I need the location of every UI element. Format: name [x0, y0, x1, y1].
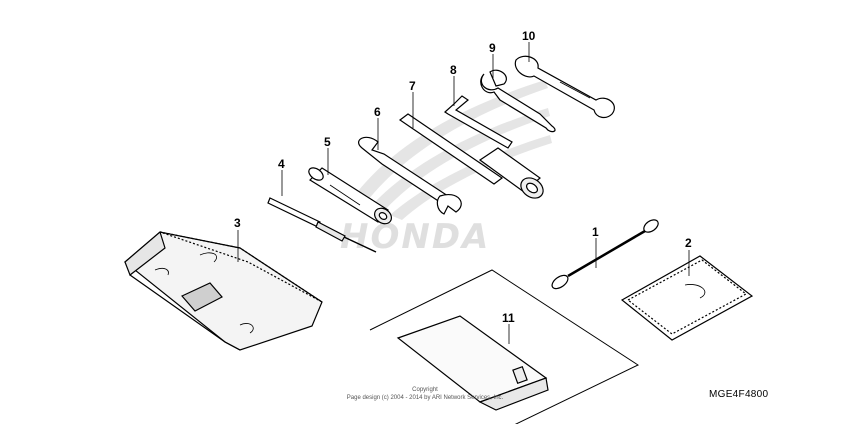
watermark-wordmark: HONDA [340, 217, 490, 257]
callout-4: 4 [278, 157, 285, 171]
leader-lines [237, 42, 690, 344]
part-11-manual-frame [369, 269, 640, 424]
callout-8: 8 [450, 63, 457, 77]
callout-1: 1 [592, 225, 599, 239]
part-10-double-wrench [514, 55, 615, 119]
callout-7: 7 [409, 79, 416, 93]
callout-5: 5 [324, 135, 331, 149]
part-2-pouch [620, 255, 754, 341]
diagram-code: MGE4F4800 [709, 389, 769, 400]
copyright-title: Copyright [412, 387, 438, 393]
copyright-notice: Page design (c) 2004 - 2014 by ARI Netwo… [346, 395, 504, 401]
part-1-cable [551, 219, 659, 290]
part-3-tool-bag [124, 230, 323, 351]
part-4-screwdriver [267, 197, 377, 253]
part-7-box-wrench [398, 113, 544, 199]
callout-11: 11 [502, 311, 515, 325]
callout-2: 2 [685, 236, 692, 250]
callout-6: 6 [374, 105, 381, 119]
callout-9: 9 [489, 41, 496, 55]
part-8-hex-key [444, 95, 513, 149]
part-6-wrench [358, 136, 462, 215]
callout-3: 3 [234, 216, 241, 230]
part-5-spark-plug-wrench [308, 167, 392, 225]
callout-10: 10 [522, 29, 536, 43]
part-11-manual-pouch [396, 315, 549, 411]
